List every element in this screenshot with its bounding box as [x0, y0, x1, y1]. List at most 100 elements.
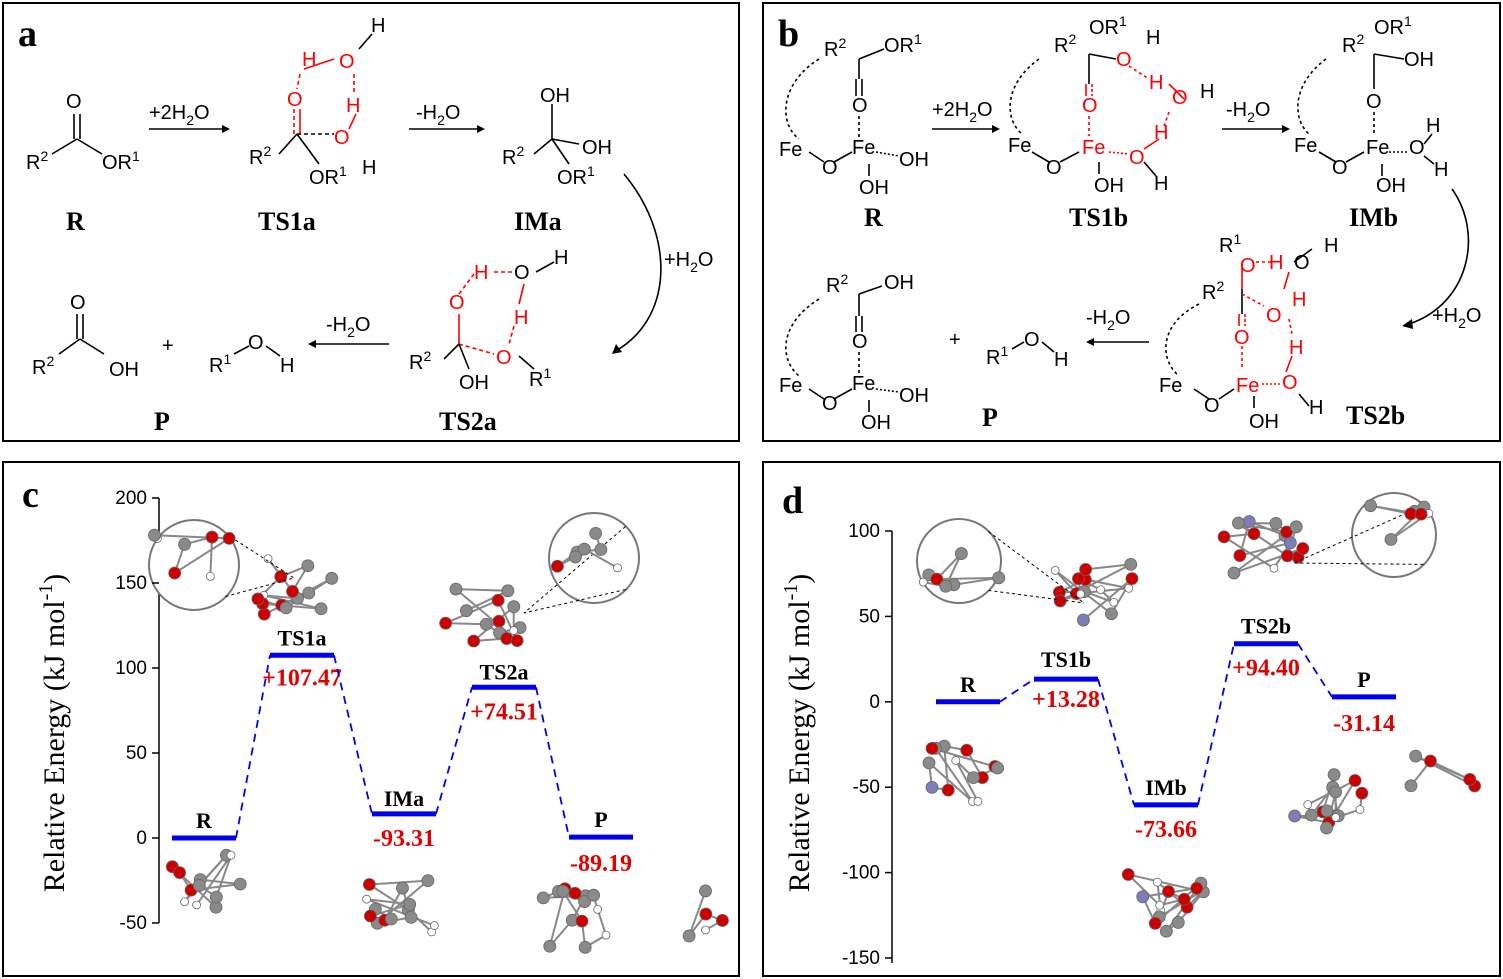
atom-o: O [1266, 305, 1282, 327]
atom-ball [930, 572, 944, 586]
atom-or1: OR1 [309, 163, 347, 189]
bond [954, 759, 979, 802]
atom-ball [1227, 566, 1241, 580]
atom-h: H [302, 49, 316, 71]
bond [1223, 536, 1275, 570]
atom-ball [1050, 566, 1060, 575]
connector-line [435, 687, 473, 815]
zoom-leader [523, 589, 626, 614]
atom-or1: OR1 [884, 31, 922, 57]
atom-o: O [496, 347, 512, 369]
atom-h: H [346, 95, 360, 117]
atom-r2: R2 [249, 143, 271, 169]
energy-value-label: +74.51 [470, 699, 538, 725]
atom-ball [1364, 499, 1377, 513]
atom-ball [396, 881, 409, 895]
atom-ball [701, 925, 710, 935]
atom-oh: OH [1094, 175, 1124, 197]
atom-ball [918, 577, 928, 587]
atom-ball [1269, 563, 1279, 573]
atom-fe: Fe [1294, 135, 1317, 157]
atom-oh: OH [540, 85, 570, 107]
connector-line [1197, 643, 1235, 806]
atom-ball [922, 756, 936, 770]
species-p: P [982, 403, 998, 432]
atom-h: H [1146, 27, 1160, 49]
atom-ball [1096, 585, 1106, 595]
y-tick-label: 0 [136, 828, 147, 849]
bond [1239, 541, 1291, 557]
energy-level-name: TS1a [278, 625, 327, 650]
bond [1233, 534, 1286, 574]
atom-or1: OR1 [557, 163, 595, 189]
connector-line [999, 678, 1035, 703]
arrow-head [222, 125, 230, 133]
atom-ball [973, 797, 983, 806]
atom-oh: OH [1249, 411, 1279, 433]
atom-ball [1125, 572, 1139, 586]
bond [465, 589, 509, 612]
arrow-label-rem2: -H2O [326, 314, 370, 340]
atom-ball [301, 559, 315, 573]
panel-b-scheme: b R2 OR1 O Fe O Fe OH OH R +2H2O R2 OR1 … [762, 2, 1501, 442]
bond [445, 622, 487, 626]
atom-ball [479, 617, 493, 631]
species-ima: IMa [514, 207, 562, 236]
atom-h: H [1309, 397, 1323, 419]
atom-ball [1463, 773, 1477, 786]
atom-ball [578, 940, 592, 954]
atom-oh: OH [582, 137, 612, 159]
atom-h: H [1324, 235, 1338, 257]
ts2b-structure [1165, 248, 1313, 408]
atom-h: H [1269, 252, 1283, 274]
panel-c-label: c [22, 474, 39, 516]
atom-r2: R2 [1202, 278, 1224, 304]
atom-ball [967, 771, 980, 785]
y-axis-label: Relative Energy (kJ mol-1) [780, 574, 816, 893]
y-tick-label: -50 [853, 777, 880, 798]
bond [455, 588, 518, 642]
species-ts2b: TS2b [1346, 401, 1405, 430]
atom-ball [577, 542, 591, 556]
atom-ball [1124, 583, 1134, 593]
atom-oh: OH [459, 372, 489, 394]
arrow-head [1282, 125, 1290, 133]
atom-fe: Fe [1008, 135, 1031, 157]
atom-ball [960, 743, 974, 757]
energy-level-name: TS1b [1041, 647, 1091, 672]
bond [548, 888, 566, 947]
atom-ball [699, 907, 713, 921]
ima-structure [533, 104, 580, 165]
atom-o: O [449, 292, 465, 314]
atom-ball [1136, 890, 1150, 904]
atom-o: O [1116, 49, 1132, 71]
connector-line [235, 655, 271, 839]
atom-ball [492, 614, 506, 628]
atom-ball [594, 543, 608, 556]
atom-ball [491, 593, 505, 607]
atom-h: H [1434, 159, 1448, 181]
atom-o: O [1204, 395, 1220, 417]
atom-ball [1159, 924, 1173, 938]
molecule-illustrations [148, 512, 729, 954]
atom-h: H [1154, 173, 1168, 195]
atom-ball [509, 626, 519, 635]
atom-r1: R1 [1219, 231, 1241, 257]
bond [209, 537, 214, 577]
atom-ball [180, 897, 189, 907]
arrow-head [1402, 319, 1413, 329]
atom-h: H [1289, 337, 1303, 359]
atom-ball [449, 582, 463, 596]
atom-or1: OR1 [1374, 13, 1412, 39]
atom-ball [1232, 516, 1245, 530]
atom-h: H [1292, 289, 1306, 311]
panel-b-label: b [778, 13, 799, 55]
energy-chart-c: c Relative Energy (kJ mol-1) -5005010015… [22, 474, 729, 954]
bond [195, 854, 232, 906]
atom-r1: R1 [529, 365, 551, 391]
curved-arrow [1408, 188, 1470, 325]
atom-fe: Fe [1082, 137, 1105, 159]
atom-o: O [1332, 157, 1348, 179]
atom-or1: OR1 [1089, 13, 1127, 39]
